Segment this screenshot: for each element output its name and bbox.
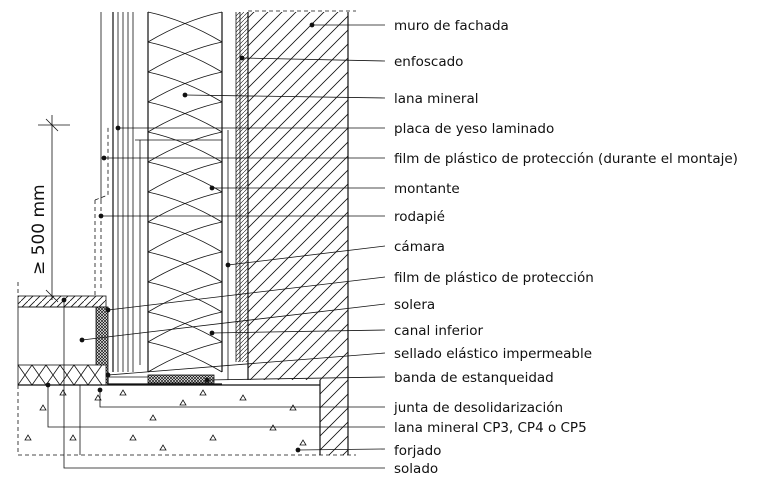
callout-labels: muro de fachada enfoscado lana mineral plac… bbox=[393, 18, 738, 477]
label-camara: cámara bbox=[394, 239, 445, 255]
dimension-text: ≥ 500 mm bbox=[29, 184, 49, 275]
leader-junta-desolidarizacion bbox=[99, 390, 385, 408]
impact-insulation-cp bbox=[17, 364, 107, 386]
label-banda-estanqueidad: banda de estanqueidad bbox=[394, 370, 554, 386]
dimension-marker: ≥ 500 mm bbox=[29, 115, 70, 303]
leader-forjado bbox=[297, 448, 386, 451]
label-solado: solado bbox=[394, 461, 438, 477]
render-layer bbox=[235, 12, 248, 362]
label-muro-de-fachada: muro de fachada bbox=[394, 18, 509, 34]
floor-slab-forjado bbox=[17, 384, 356, 456]
label-placa-de-yeso-laminado: placa de yeso laminado bbox=[394, 121, 554, 137]
leader-enfoscado bbox=[241, 57, 386, 62]
sealing-band bbox=[147, 374, 215, 384]
mineral-wool-insulation bbox=[147, 11, 223, 373]
leader-canal-inferior bbox=[211, 329, 386, 334]
facade-wall bbox=[247, 10, 356, 455]
label-forjado: forjado bbox=[394, 443, 441, 459]
plasterboard-and-stud bbox=[100, 12, 229, 380]
leader-lana-mineral-cp bbox=[47, 385, 385, 428]
leader-sellado-elastico bbox=[107, 352, 386, 376]
callout-leaders bbox=[45, 22, 386, 469]
label-film-proteccion: film de plástico de protección bbox=[394, 270, 594, 286]
label-solera: solera bbox=[394, 297, 435, 313]
label-canal-inferior: canal inferior bbox=[394, 323, 483, 339]
label-sellado-elastico: sellado elástico impermeable bbox=[394, 346, 592, 362]
label-junta-desolidarizacion: junta de desolidarización bbox=[393, 400, 563, 416]
label-montante: montante bbox=[394, 181, 460, 197]
floor-finish-solado bbox=[17, 282, 107, 308]
leader-camara bbox=[227, 245, 386, 266]
leader-banda-estanqueidad bbox=[206, 376, 386, 381]
label-film-proteccion-montaje: film de plástico de protección (durante … bbox=[394, 151, 738, 167]
leader-solado bbox=[63, 300, 385, 469]
leader-film-proteccion bbox=[107, 276, 386, 311]
leader-solera bbox=[81, 303, 386, 341]
label-enfoscado: enfoscado bbox=[394, 54, 463, 70]
label-lana-mineral: lana mineral bbox=[394, 91, 478, 107]
label-rodapie: rodapié bbox=[394, 209, 445, 225]
baseboard bbox=[94, 125, 109, 295]
leader-lana-mineral bbox=[184, 94, 386, 99]
label-lana-mineral-cp: lana mineral CP3, CP4 o CP5 bbox=[394, 420, 587, 436]
